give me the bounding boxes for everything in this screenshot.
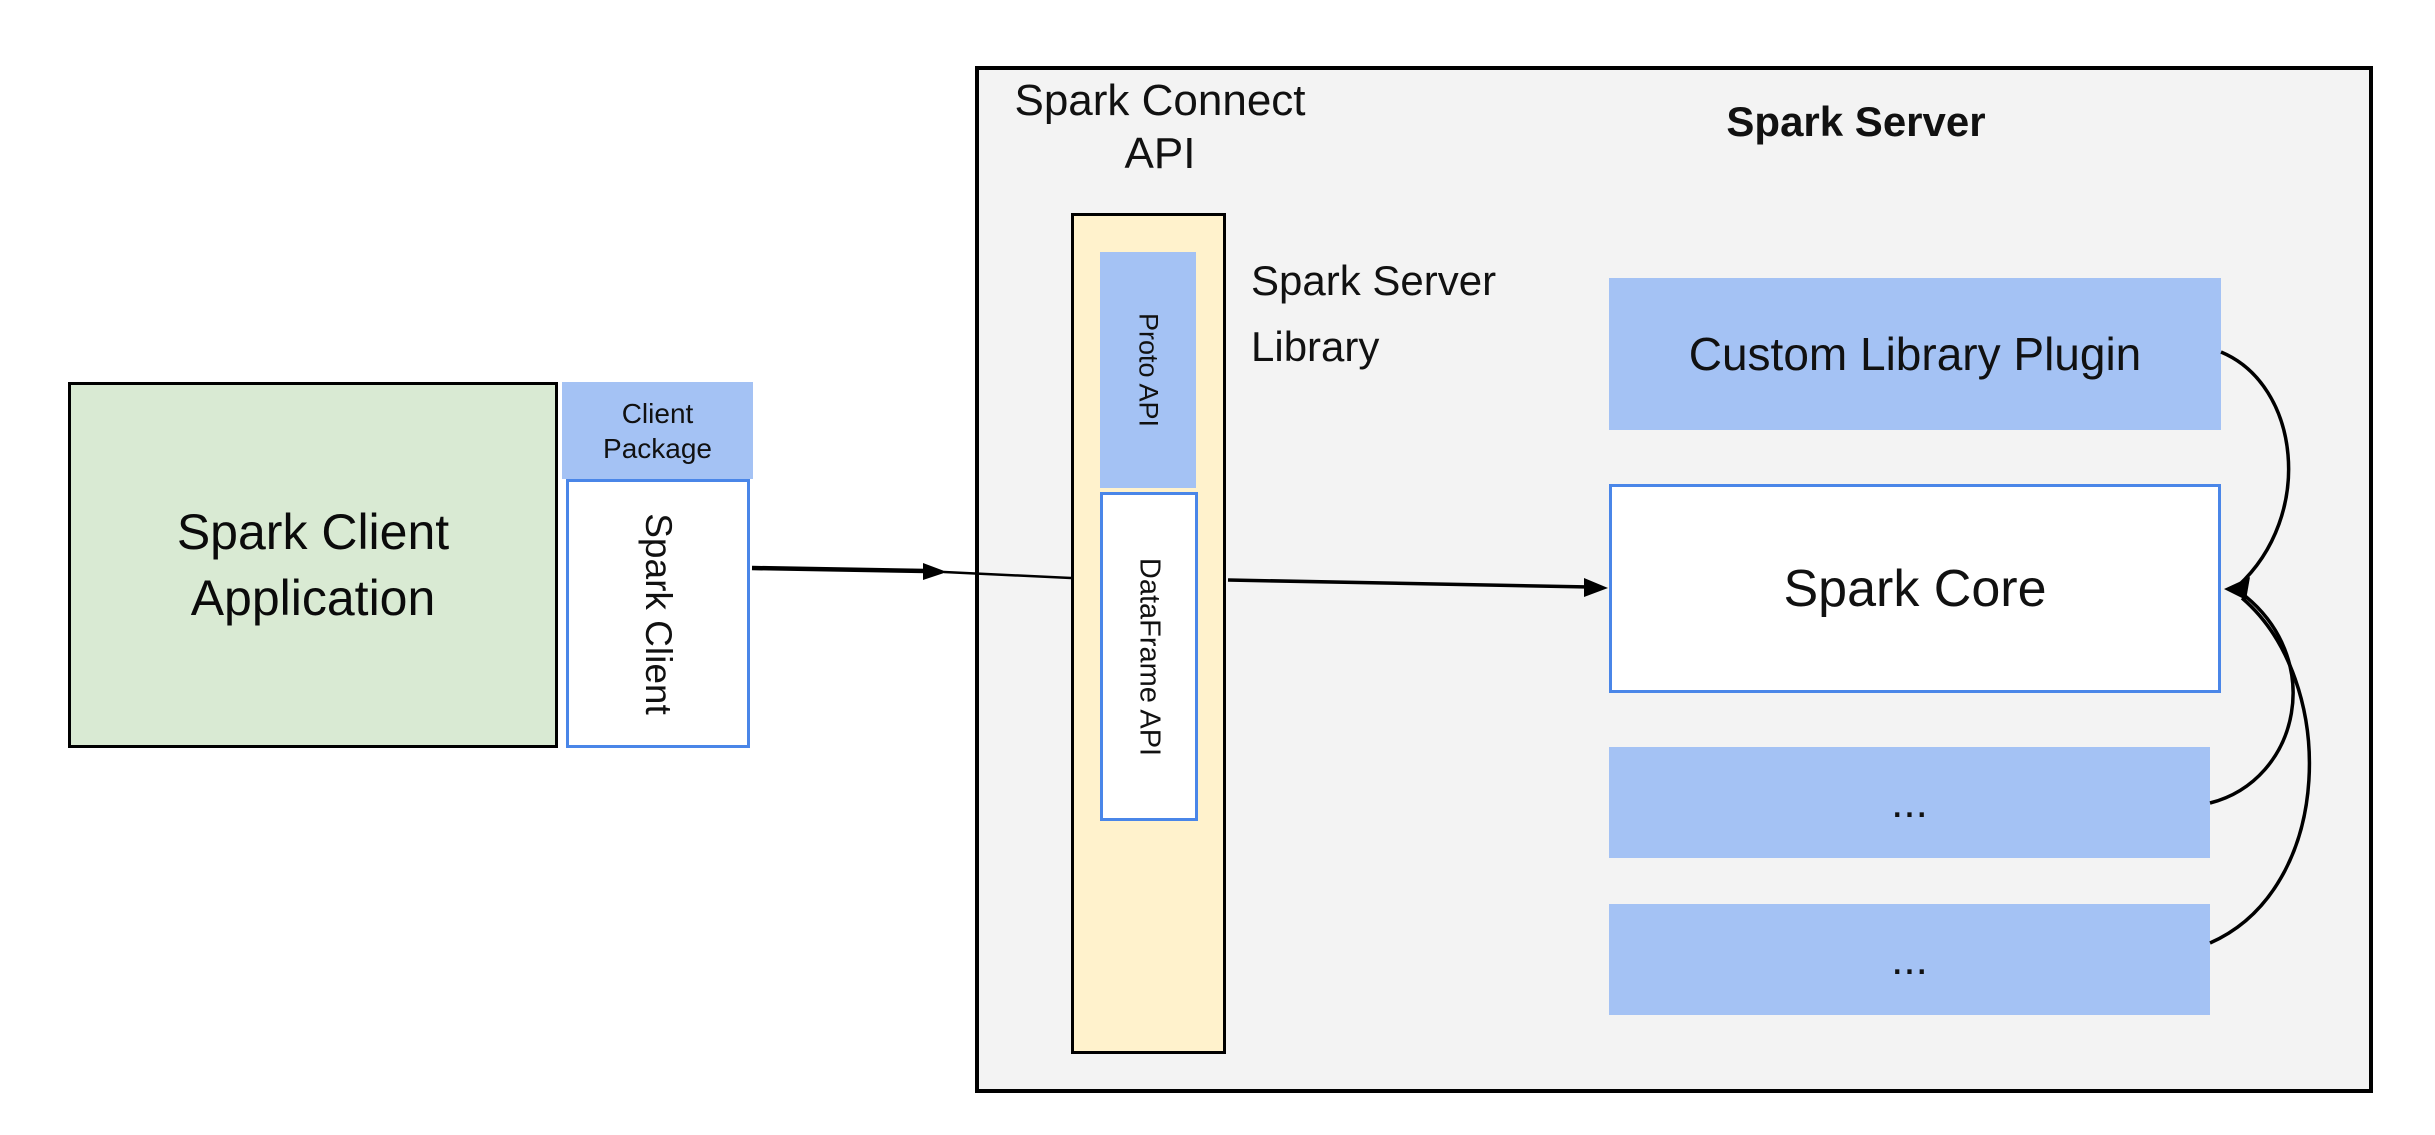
spark-connect-api-label-line1: Spark Connect [1014, 76, 1306, 125]
proto-api-label: Proto API [1133, 312, 1164, 428]
spark-client-application-label-line1: Spark Client [176, 504, 450, 560]
spark-server-library-label-line1: Spark Server [1251, 257, 1497, 304]
spark-server-library-label: Spark Server Library [1251, 248, 1496, 380]
arrow-client-to-connect-head [923, 563, 947, 580]
arrow-client-to-connect-segment1 [751, 565, 927, 574]
spark-client-application-label: Spark Client Application [177, 499, 449, 631]
custom-library-plugin-box: Custom Library Plugin [1609, 278, 2221, 430]
custom-library-plugin-label: Custom Library Plugin [1688, 328, 2142, 380]
spark-core-box: Spark Core [1609, 484, 2221, 693]
server-module-box-1: ... [1609, 747, 2210, 858]
spark-client-box: Spark Client [566, 479, 750, 748]
dataframe-api-box: DataFrame API [1100, 492, 1198, 821]
server-module-2-label: ... [1891, 934, 1928, 984]
server-module-1-label: ... [1891, 777, 1928, 827]
spark-connect-api-label-line2: API [1124, 129, 1196, 178]
client-package-label-line2: Package [603, 432, 712, 464]
server-module-box-2: ... [1609, 904, 2210, 1015]
client-package-label-line1: Client [621, 397, 694, 429]
client-package-label: Client Package [603, 396, 712, 466]
spark-client-label: Spark Client [638, 512, 679, 715]
spark-client-application-box: Spark Client Application [68, 382, 558, 748]
spark-core-label: Spark Core [1783, 559, 2047, 618]
spark-server-title: Spark Server [1726, 98, 1986, 145]
spark-server-library-label-line2: Library [1251, 323, 1380, 370]
spark-client-application-label-line2: Application [190, 570, 436, 626]
client-package-box: Client Package [562, 382, 753, 479]
dataframe-api-label: DataFrame API [1133, 557, 1166, 756]
spark-connect-api-label: Spark Connect API [985, 74, 1335, 180]
proto-api-box: Proto API [1100, 252, 1196, 488]
